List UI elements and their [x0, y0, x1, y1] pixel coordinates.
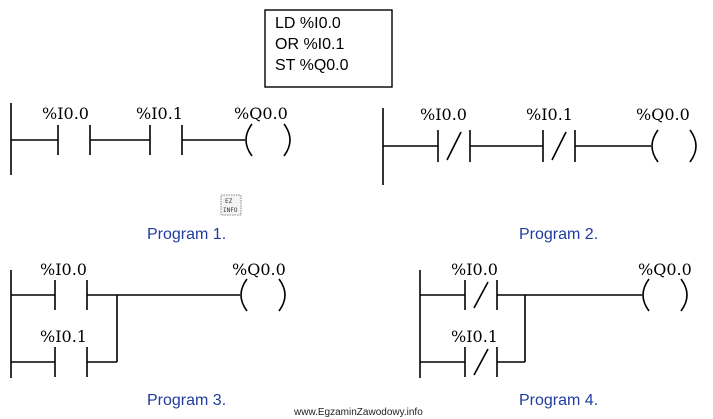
logo-line-2: INFO: [223, 207, 238, 214]
logo-line-1: EZ: [225, 198, 233, 205]
program-1-diagram: %I0.0 %I0.1 %Q0.0 Program 1.: [10, 103, 291, 243]
contact-label-i01: %I0.1: [526, 105, 573, 124]
instruction-list: LD %I0.0 OR %I0.1 ST %Q0.0: [264, 9, 393, 88]
contact-label-i00: %I0.0: [40, 260, 87, 279]
contact-nc-i00: [437, 130, 471, 162]
output-coil: [240, 278, 286, 312]
contact-label-i01: %I0.1: [136, 104, 183, 123]
program-3-diagram: %I0.0 %I0.1 %Q0.0 Program 3.: [10, 260, 286, 409]
contact-label-i00: %I0.0: [420, 105, 467, 124]
ez-info-logo: EZ INFO: [220, 194, 242, 216]
coil-label-q00: %Q0.0: [636, 105, 690, 124]
contact-no-i01: [149, 125, 183, 155]
contact-label-i00: %I0.0: [451, 260, 498, 279]
program-2-caption: Program 2.: [519, 226, 598, 243]
contact-label-i01: %I0.1: [451, 327, 498, 346]
contact-no-i00: [54, 280, 88, 310]
program-4-caption: Program 4.: [519, 392, 598, 409]
instruction-line-3: ST %Q0.0: [275, 57, 349, 74]
contact-no-i01: [54, 347, 88, 377]
output-coil: [642, 278, 688, 312]
program-4-diagram: %I0.0 %I0.1 %Q0.0 Program 4.: [419, 260, 692, 409]
contact-no-i00: [57, 125, 91, 155]
instruction-list-box: [264, 9, 393, 88]
instruction-line-2: OR %I0.1: [275, 36, 344, 53]
watermark-text: www.EgzaminZawodowy.info: [293, 407, 423, 418]
program-2-diagram: %I0.0 %I0.1 %Q0.0 Program 2.: [382, 105, 697, 243]
program-1-caption: Program 1.: [147, 226, 226, 243]
contact-nc-i01: [464, 347, 498, 377]
instruction-line-1: LD %I0.0: [275, 15, 341, 32]
output-coil: [245, 123, 291, 157]
program-3-caption: Program 3.: [147, 392, 226, 409]
coil-label-q00: %Q0.0: [234, 104, 288, 123]
contact-label-i01: %I0.1: [40, 327, 87, 346]
output-coil: [651, 129, 697, 163]
coil-label-q00: %Q0.0: [638, 260, 692, 279]
contact-nc-i00: [464, 280, 498, 310]
contact-nc-i01: [542, 130, 576, 162]
contact-label-i00: %I0.0: [42, 104, 89, 123]
coil-label-q00: %Q0.0: [232, 260, 286, 279]
